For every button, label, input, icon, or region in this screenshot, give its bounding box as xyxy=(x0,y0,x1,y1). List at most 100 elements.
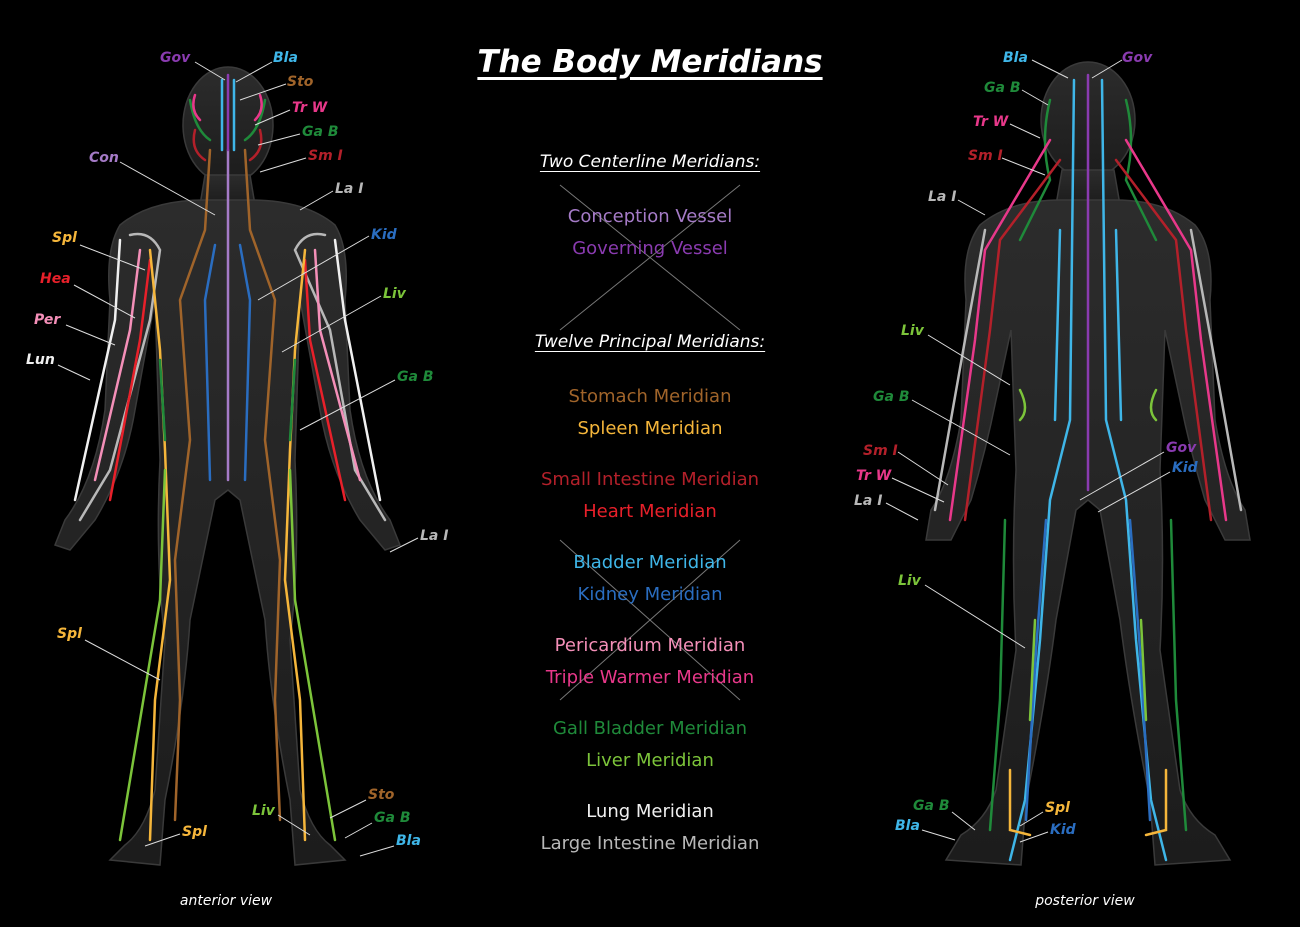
anterior-label-ga-b: Ga B xyxy=(397,369,433,385)
anterior-line-triple-warmer xyxy=(192,93,263,122)
anterior-line-lung xyxy=(73,238,382,502)
anterior-label-liv: Liv xyxy=(383,286,407,302)
anterior-leader-line xyxy=(259,157,307,173)
anterior-leader-line xyxy=(299,190,334,211)
posterior-line-kidney xyxy=(1024,518,1152,822)
posterior-leader-line xyxy=(1031,59,1069,79)
anterior-leader-line xyxy=(79,244,146,271)
posterior-label-sm-i: Sm I xyxy=(863,443,898,459)
anterior-label-per: Per xyxy=(34,312,61,328)
anterior-leader-line xyxy=(329,799,367,819)
legend-decor-lines xyxy=(559,184,741,701)
anterior-leader-line xyxy=(257,133,301,146)
anterior-line-kidney xyxy=(203,243,252,482)
anterior-label-lun: Lun xyxy=(26,352,55,368)
posterior-leader-line xyxy=(924,584,1026,649)
posterior-label-gov: Gov xyxy=(1122,50,1153,66)
anterior-label-ga-b: Ga B xyxy=(302,124,338,140)
anterior-label-hea: Hea xyxy=(40,271,71,287)
posterior-leader-line xyxy=(885,502,919,521)
legend-small-intestine: Small Intestine Meridian xyxy=(540,469,760,490)
legend-gall-bladder: Gall Bladder Meridian xyxy=(552,718,747,739)
posterior-leader-line xyxy=(911,399,1011,456)
anterior-leader-line xyxy=(254,109,291,126)
posterior-line-large-intestine xyxy=(933,228,1243,512)
posterior-leader-line xyxy=(897,451,949,486)
posterior-leader-line xyxy=(921,829,956,841)
anterior-leader-line xyxy=(84,639,161,681)
posterior-line-small-intestine xyxy=(963,158,1213,522)
posterior-label-la-i: La I xyxy=(854,493,882,509)
posterior-label-sm-i: Sm I xyxy=(968,148,1003,164)
posterior-label-bla: Bla xyxy=(895,818,920,834)
anterior-line-liver xyxy=(118,468,337,842)
anterior-label-bla: Bla xyxy=(273,50,298,66)
posterior-view-caption: posterior view xyxy=(1035,893,1135,909)
anterior-line-bladder xyxy=(220,78,236,152)
legend-bladder: Bladder Meridian xyxy=(573,552,727,573)
legend-kidney: Kidney Meridian xyxy=(577,584,723,605)
posterior-label-spl: Spl xyxy=(1045,800,1070,816)
posterior-label-liv: Liv xyxy=(898,573,922,589)
principal-heading: Twelve Principal Meridians: xyxy=(534,332,766,352)
anterior-label-sto: Sto xyxy=(368,787,395,803)
posterior-line-liver xyxy=(1018,388,1158,722)
anterior-leader-line xyxy=(235,61,273,83)
anterior-label-con: Con xyxy=(89,150,119,166)
anterior-label-spl: Spl xyxy=(57,626,82,642)
legend-conception-vessel: Conception Vessel xyxy=(567,206,733,227)
posterior-label-tr-w: Tr W xyxy=(973,114,1009,130)
posterior-line-gall-bladder xyxy=(988,98,1188,832)
posterior-leader-line xyxy=(927,334,1011,386)
anterior-line-large-intestine xyxy=(78,232,387,522)
legend-spleen: Spleen Meridian xyxy=(577,418,723,439)
centerline-heading: Two Centerline Meridians: xyxy=(539,152,761,172)
posterior-label-bla: Bla xyxy=(1003,50,1028,66)
legend-pericardium: Pericardium Meridian xyxy=(554,635,746,656)
anterior-leader-line xyxy=(239,83,287,101)
anterior-leader-line xyxy=(144,833,181,847)
anterior-leader-line xyxy=(73,284,136,319)
legend-stomach: Stomach Meridian xyxy=(568,386,732,407)
anterior-label-spl: Spl xyxy=(182,824,207,840)
posterior-label-kid: Kid xyxy=(1172,460,1199,476)
anterior-line-small-intestine xyxy=(192,128,263,162)
anterior-leader-line xyxy=(65,324,116,346)
posterior-leader-line xyxy=(1097,471,1171,513)
posterior-leader-line xyxy=(957,199,986,216)
anterior-leader-line xyxy=(194,61,226,81)
legend-heart: Heart Meridian xyxy=(583,501,717,522)
posterior-line-spleen xyxy=(1008,768,1168,837)
anterior-meridian-lines xyxy=(73,73,387,842)
posterior-leader-line xyxy=(1009,123,1041,139)
posterior-leader-line xyxy=(1019,831,1049,843)
anterior-leader-line xyxy=(359,845,395,857)
legend-triple-warmer: Triple Warmer Meridian xyxy=(545,667,755,688)
legend-liver: Liver Meridian xyxy=(586,750,714,771)
diagram-title: The Body Meridians xyxy=(477,44,823,80)
posterior-leader-line xyxy=(891,477,945,503)
anterior-leader-line xyxy=(299,379,396,431)
anterior-line-stomach xyxy=(173,148,282,822)
posterior-label-gov: Gov xyxy=(1166,440,1197,456)
posterior-leader-line xyxy=(951,811,976,831)
anterior-label-kid: Kid xyxy=(371,227,398,243)
anterior-label-tr-w: Tr W xyxy=(292,100,328,116)
posterior-leader-line xyxy=(1001,157,1046,176)
posterior-label-kid: Kid xyxy=(1050,822,1077,838)
posterior-leader-line xyxy=(1091,59,1123,79)
posterior-line-bladder xyxy=(1008,78,1168,862)
legend-large-intestine: Large Intestine Meridian xyxy=(540,833,760,854)
posterior-label-ga-b: Ga B xyxy=(984,80,1020,96)
anterior-label-ga-b: Ga B xyxy=(374,810,410,826)
posterior-meridian-lines xyxy=(933,73,1243,862)
anterior-view-caption: anterior view xyxy=(179,893,273,909)
posterior-label-liv: Liv xyxy=(901,323,925,339)
anterior-leader-line xyxy=(389,537,419,553)
legend-governing-vessel: Governing Vessel xyxy=(572,238,728,259)
anterior-label-spl: Spl xyxy=(52,230,77,246)
posterior-leader-line xyxy=(1021,89,1049,106)
